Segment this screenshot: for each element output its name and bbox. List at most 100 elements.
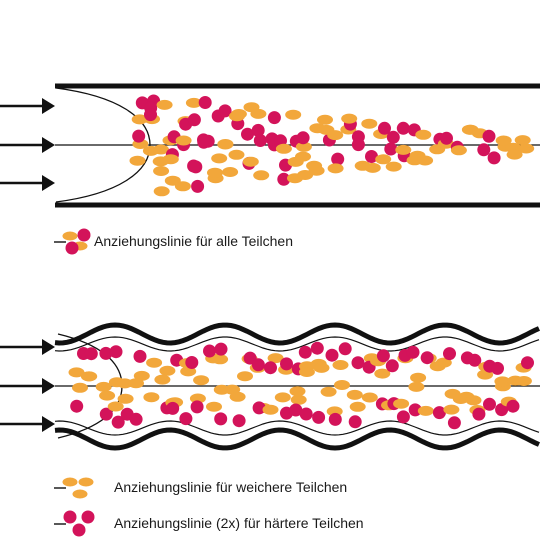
soft-particle — [374, 368, 391, 379]
soft-particle — [395, 144, 412, 155]
soft-particle — [327, 163, 344, 174]
soft-particle — [212, 354, 229, 365]
hard-particle — [198, 96, 212, 109]
hard-particle — [232, 414, 246, 428]
hard-particle — [166, 401, 180, 415]
hard-particle — [365, 150, 378, 163]
soft-particle — [364, 162, 381, 173]
soft-particle — [313, 362, 330, 373]
soft-particle — [156, 99, 173, 110]
hard-particle — [84, 347, 98, 361]
soft-particle — [189, 393, 206, 404]
hard-particle — [185, 356, 199, 369]
soft-particle — [133, 370, 150, 381]
legend-icon-soft — [54, 477, 94, 499]
hard-particle — [468, 353, 482, 367]
soft-particle — [72, 382, 88, 393]
hard-particle — [111, 415, 125, 429]
arrow-right-icon — [0, 339, 55, 355]
soft-particle — [450, 145, 467, 156]
arrow-right-icon — [0, 416, 55, 432]
attraction-line-lower — [54, 420, 540, 436]
hard-particle — [378, 121, 391, 135]
hard-particle — [384, 142, 398, 156]
soft-particle — [306, 160, 323, 171]
soft-particle — [289, 386, 306, 397]
hard-particle — [351, 138, 365, 152]
soft-particle — [334, 380, 350, 390]
soft-particle — [162, 154, 179, 165]
soft-particle — [408, 381, 425, 392]
soft-particle — [375, 154, 392, 165]
soft-particle — [295, 141, 312, 152]
hard-particle — [482, 129, 496, 143]
hard-particle — [351, 356, 365, 370]
arrow-right-icon — [0, 137, 55, 153]
particle-field-top — [129, 94, 535, 197]
soft-particle — [317, 114, 333, 125]
soft-particle — [514, 135, 531, 146]
soft-particle — [285, 109, 302, 120]
soft-particle — [435, 357, 452, 368]
soft-particle — [295, 151, 311, 162]
soft-particle — [107, 401, 124, 412]
soft-particle — [222, 167, 239, 177]
hard-particle — [408, 403, 422, 417]
soft-particle — [174, 181, 191, 192]
hard-particle — [99, 346, 113, 360]
soft-particle — [494, 376, 511, 387]
hard-particle — [477, 143, 491, 157]
legend-label-soft: Anziehungslinie für weichere Teilchen — [114, 479, 348, 495]
soft-particle — [131, 114, 148, 125]
inlet-arrows-bottom — [0, 339, 55, 432]
arrow-right-icon — [0, 175, 55, 191]
soft-particle — [515, 376, 532, 386]
soft-particle — [217, 139, 234, 149]
hard-particle — [253, 134, 267, 147]
soft-particle — [385, 161, 402, 172]
soft-particle — [153, 144, 169, 155]
hard-particle — [487, 151, 501, 165]
legend-icon-hard — [54, 510, 95, 537]
soft-particle — [417, 405, 434, 416]
hard-particle — [296, 131, 310, 145]
hard-particle — [190, 400, 204, 414]
soft-particle — [443, 404, 460, 415]
hard-particle — [386, 130, 400, 144]
soft-particle — [327, 130, 344, 141]
soft-particle — [341, 113, 358, 124]
channel-wall-bottom-wavy — [54, 427, 540, 451]
hard-particle — [214, 342, 228, 356]
legend-label-hard: Anziehungslinie (2x) für härtere Teilche… — [114, 515, 364, 531]
hard-particle — [312, 410, 326, 424]
soft-particle — [242, 156, 259, 167]
hard-particle — [132, 129, 146, 143]
soft-particle — [206, 401, 222, 412]
soft-particle — [207, 167, 223, 178]
attraction-line-upper — [54, 336, 540, 352]
hard-particle — [144, 108, 157, 122]
particle-field-bottom — [68, 341, 534, 430]
soft-particle — [361, 118, 378, 129]
hard-particle — [472, 407, 486, 421]
hard-particle — [267, 111, 281, 125]
hard-particle — [440, 131, 453, 145]
soft-particle — [298, 367, 315, 377]
hard-particle — [396, 410, 410, 424]
soft-particle — [95, 381, 112, 392]
hard-particle — [252, 401, 266, 415]
hard-particle — [376, 349, 390, 363]
hard-particle — [331, 152, 345, 166]
hard-particle — [251, 358, 265, 372]
hard-particle — [251, 123, 265, 137]
soft-particle — [230, 109, 247, 119]
hard-particle — [420, 351, 434, 365]
hard-particle — [443, 347, 456, 361]
soft-particle — [237, 371, 253, 382]
soft-particle — [175, 135, 192, 146]
soft-particle — [129, 155, 146, 166]
hard-particle — [197, 135, 211, 149]
arrow-right-icon — [0, 378, 55, 394]
soft-particle — [116, 378, 133, 389]
hard-particle — [385, 359, 399, 373]
